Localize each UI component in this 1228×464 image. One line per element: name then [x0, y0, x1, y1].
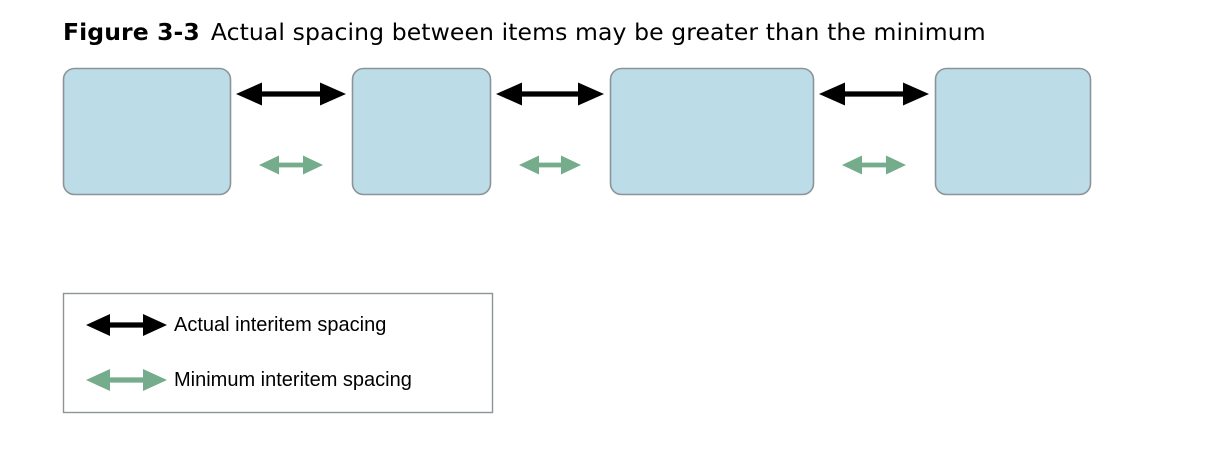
item-2: [351, 67, 492, 196]
gap-2-actual-spacing-arrow-shape: [496, 82, 604, 106]
legend-label-actual: Actual interitem spacing: [174, 314, 387, 336]
item-1: [62, 67, 232, 196]
gap-1-minimum-spacing-arrow: [259, 155, 323, 175]
items-layer: [62, 67, 1092, 196]
figure-label: Figure 3-3: [63, 18, 200, 46]
gap-3-actual-spacing-arrow: [819, 82, 929, 106]
gap-2-minimum-spacing-arrow-shape: [519, 155, 581, 175]
legend-entry-minimum-arrow: [86, 369, 167, 391]
legend-label-minimum: Minimum interitem spacing: [174, 369, 412, 391]
legend-box: [62, 292, 494, 414]
figure-caption: Figure 3-3 Actual spacing between items m…: [63, 14, 1183, 50]
gap-1-actual-spacing-arrow-shape: [236, 82, 346, 106]
figure-caption-text: Actual spacing between items may be grea…: [210, 18, 986, 46]
gap-3-minimum-spacing-arrow-shape: [842, 155, 906, 175]
gap-1-minimum-spacing-arrow-shape: [259, 155, 323, 175]
gap-2-actual-spacing-arrow: [496, 82, 604, 106]
gap-3-actual-spacing-arrow-shape: [819, 82, 929, 106]
legend-layer: [62, 292, 494, 414]
legend-entry-actual-arrow-shape: [86, 314, 167, 336]
gap-1-actual-spacing-arrow: [236, 82, 346, 106]
legend-entry-actual-arrow: [86, 314, 167, 336]
item-3: [609, 67, 815, 196]
item-4: [934, 67, 1092, 196]
gap-2-minimum-spacing-arrow: [519, 155, 581, 175]
gap-3-minimum-spacing-arrow: [842, 155, 906, 175]
gap-arrows-layer: [236, 82, 929, 175]
legend-entry-minimum-arrow-shape: [86, 369, 167, 391]
